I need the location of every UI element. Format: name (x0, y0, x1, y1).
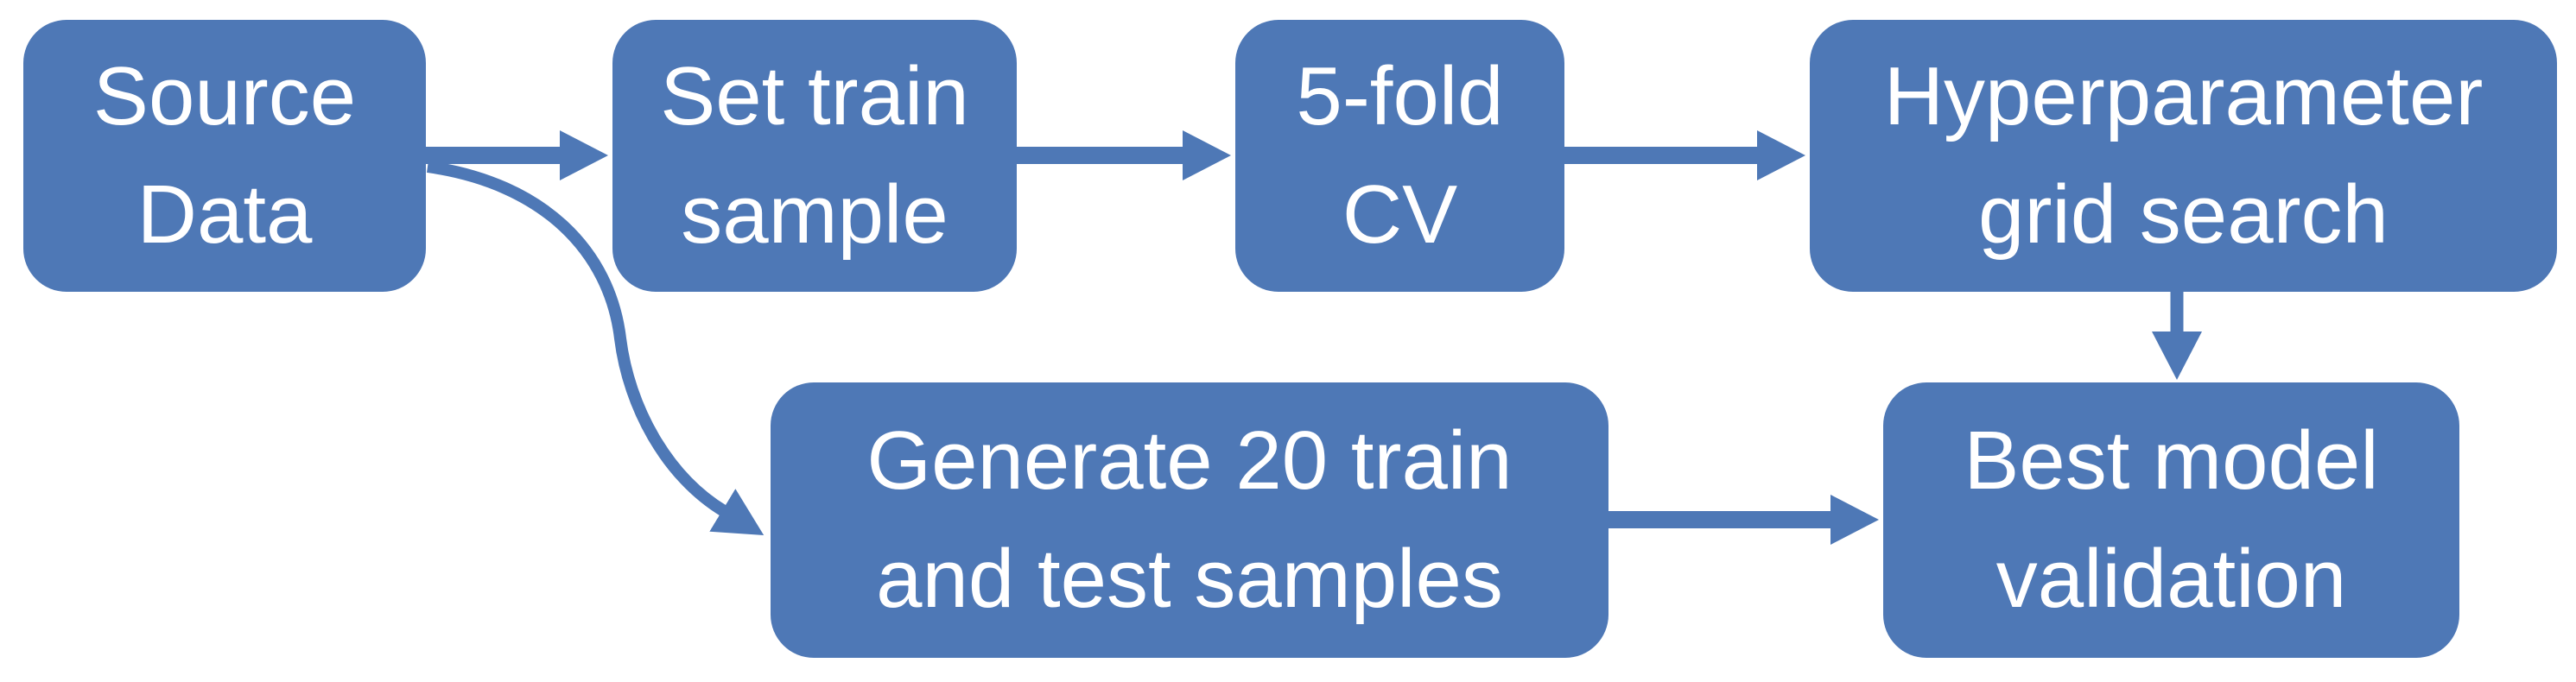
node-hyperparameter-grid-search-label: Hyperparameter grid search (1883, 50, 2484, 261)
node-best-model-validation-label: Best model validation (1964, 414, 2379, 625)
node-generate-20-samples: Generate 20 train and test samples (771, 382, 1608, 658)
node-set-train-sample-label: Set train sample (660, 50, 969, 261)
node-five-fold-cv-label: 5-fold CV (1296, 50, 1504, 261)
node-five-fold-cv: 5-fold CV (1235, 20, 1564, 292)
arrow-source-to-generate-curved (427, 161, 765, 536)
node-set-train-sample: Set train sample (612, 20, 1017, 292)
node-generate-20-samples-label: Generate 20 train and test samples (866, 414, 1513, 625)
node-source-data: Source Data (23, 20, 426, 292)
node-best-model-validation: Best model validation (1883, 382, 2459, 658)
node-hyperparameter-grid-search: Hyperparameter grid search (1810, 20, 2557, 292)
node-source-data-label: Source Data (92, 50, 357, 261)
